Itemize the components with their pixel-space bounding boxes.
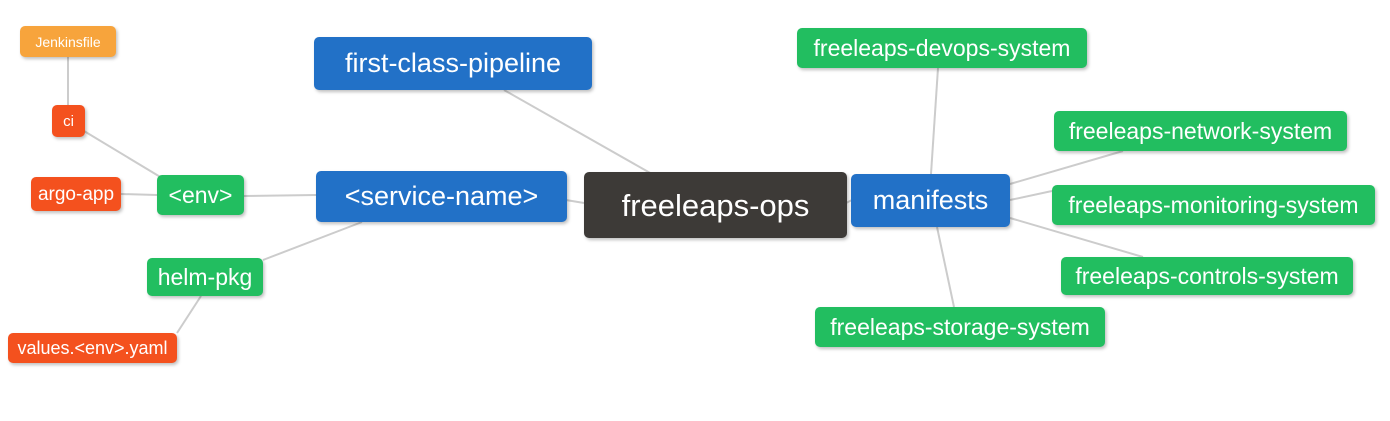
node-env[interactable]: <env> bbox=[157, 175, 244, 215]
node-helm-pkg[interactable]: helm-pkg bbox=[147, 258, 263, 296]
node-network-system[interactable]: freeleaps-network-system bbox=[1054, 111, 1347, 151]
edge-pipeline-root bbox=[503, 89, 653, 175]
node-monitoring-system[interactable]: freeleaps-monitoring-system bbox=[1052, 185, 1375, 225]
edge-values-helm-pkg bbox=[176, 295, 202, 334]
edge-manifests-monitoring bbox=[1009, 190, 1053, 201]
edge-env-service-name bbox=[243, 194, 317, 197]
edge-ci-env bbox=[83, 130, 163, 179]
node-manifests[interactable]: manifests bbox=[851, 174, 1010, 227]
node-storage-system[interactable]: freeleaps-storage-system bbox=[815, 307, 1105, 347]
edge-helm-pkg-service-name bbox=[262, 221, 363, 261]
edge-service-name-root bbox=[565, 199, 585, 204]
edge-manifests-storage bbox=[936, 226, 955, 308]
edge-argo-app-env bbox=[120, 193, 158, 196]
node-ci[interactable]: ci bbox=[52, 105, 85, 137]
node-values-env-yaml[interactable]: values.<env>.yaml bbox=[8, 333, 177, 363]
node-controls-system[interactable]: freeleaps-controls-system bbox=[1061, 257, 1353, 295]
node-freeleaps-ops-root[interactable]: freeleaps-ops bbox=[584, 172, 847, 238]
node-jenkinsfile[interactable]: Jenkinsfile bbox=[20, 26, 116, 57]
edge-manifests-controls bbox=[1009, 217, 1144, 258]
edge-manifests-network bbox=[1009, 150, 1124, 185]
node-argo-app[interactable]: argo-app bbox=[31, 177, 121, 211]
edge-devops-manifests bbox=[930, 67, 939, 175]
node-service-name[interactable]: <service-name> bbox=[316, 171, 567, 222]
node-first-class-pipeline[interactable]: first-class-pipeline bbox=[314, 37, 592, 90]
node-devops-system[interactable]: freeleaps-devops-system bbox=[797, 28, 1087, 68]
